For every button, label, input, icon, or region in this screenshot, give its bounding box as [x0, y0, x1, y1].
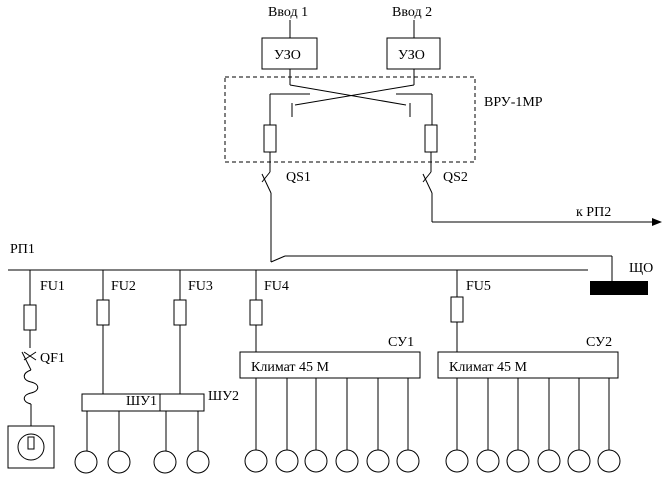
- shu2-box: [159, 393, 205, 412]
- su1-label: СУ1: [388, 335, 414, 350]
- qs1-label: QS1: [286, 170, 311, 185]
- fu4-label: FU4: [264, 279, 289, 294]
- fu3-label: FU3: [188, 279, 213, 294]
- qf1-label: QF1: [40, 351, 65, 366]
- to-rp2-arrow-icon: [652, 218, 662, 226]
- lighting-panel-label: ЩО: [629, 261, 653, 276]
- rcd-2-box: [386, 37, 441, 70]
- fu5-label: FU5: [466, 279, 491, 294]
- su1-load-icon: [335, 449, 359, 473]
- su2-load-icon: [567, 449, 591, 473]
- input-2-label: Ввод 2: [392, 5, 432, 20]
- su1-load-icon: [366, 449, 390, 473]
- to-rp2-label: к РП2: [576, 205, 611, 220]
- su2-load-icon: [597, 449, 621, 473]
- shu1-socket-2-icon: [107, 450, 131, 474]
- rcd-1-box: [261, 37, 318, 70]
- su2-name: Климат 45 М: [449, 360, 528, 375]
- motor-handle-icon: [27, 436, 35, 450]
- cross-wire-1: [289, 84, 407, 106]
- qf1-blade: [21, 351, 32, 371]
- su2-load-icon: [537, 449, 561, 473]
- qs2-label: QS2: [443, 170, 468, 185]
- su2-label: СУ2: [586, 335, 612, 350]
- motor-coil-icon: [23, 369, 39, 405]
- bus-feed-bend: [270, 255, 286, 263]
- su2-load-icon: [445, 449, 469, 473]
- rcd-2-label: УЗО: [398, 48, 425, 63]
- fu1-label: FU1: [40, 279, 65, 294]
- shu1-label: ШУ1: [126, 394, 157, 409]
- su2-box: [437, 351, 619, 379]
- fu1-fuse: [23, 304, 37, 331]
- fu2-label: FU2: [111, 279, 136, 294]
- qs1-blade: [261, 173, 272, 194]
- qs2-blade: [422, 173, 433, 194]
- qs2-tick: [422, 171, 432, 183]
- vru-panel-label: ВРУ-1МР: [484, 95, 543, 110]
- fu4-fuse: [249, 299, 263, 326]
- shu1-socket-1-icon: [74, 450, 98, 474]
- fu3-fuse: [173, 299, 187, 326]
- input-1-label: Ввод 1: [268, 5, 308, 20]
- su1-load-icon: [244, 449, 268, 473]
- su1-box: [239, 351, 421, 379]
- lighting-panel-block: [590, 281, 648, 295]
- su1-name: Климат 45 М: [251, 360, 330, 375]
- bus-rp1-label: РП1: [10, 242, 35, 257]
- qf1-breaker-icon-cross: [23, 351, 37, 361]
- su2-load-icon: [506, 449, 530, 473]
- su1-load-icon: [304, 449, 328, 473]
- motor-circle-icon: [17, 433, 45, 461]
- su2-load-icon: [476, 449, 500, 473]
- panel-fuse-2: [424, 124, 438, 153]
- shu2-socket-1-icon: [153, 450, 177, 474]
- rcd-1-label: УЗО: [274, 48, 301, 63]
- shu2-label: ШУ2: [208, 389, 239, 404]
- climate-outputs: [244, 378, 621, 473]
- qs1-tick: [261, 171, 271, 183]
- cross-wire-2: [294, 84, 415, 106]
- su1-load-icon: [275, 449, 299, 473]
- fu2-fuse: [96, 299, 110, 326]
- fu5-fuse: [450, 296, 464, 323]
- shu2-socket-2-icon: [186, 450, 210, 474]
- panel-fuse-1: [263, 124, 277, 153]
- su1-load-icon: [396, 449, 420, 473]
